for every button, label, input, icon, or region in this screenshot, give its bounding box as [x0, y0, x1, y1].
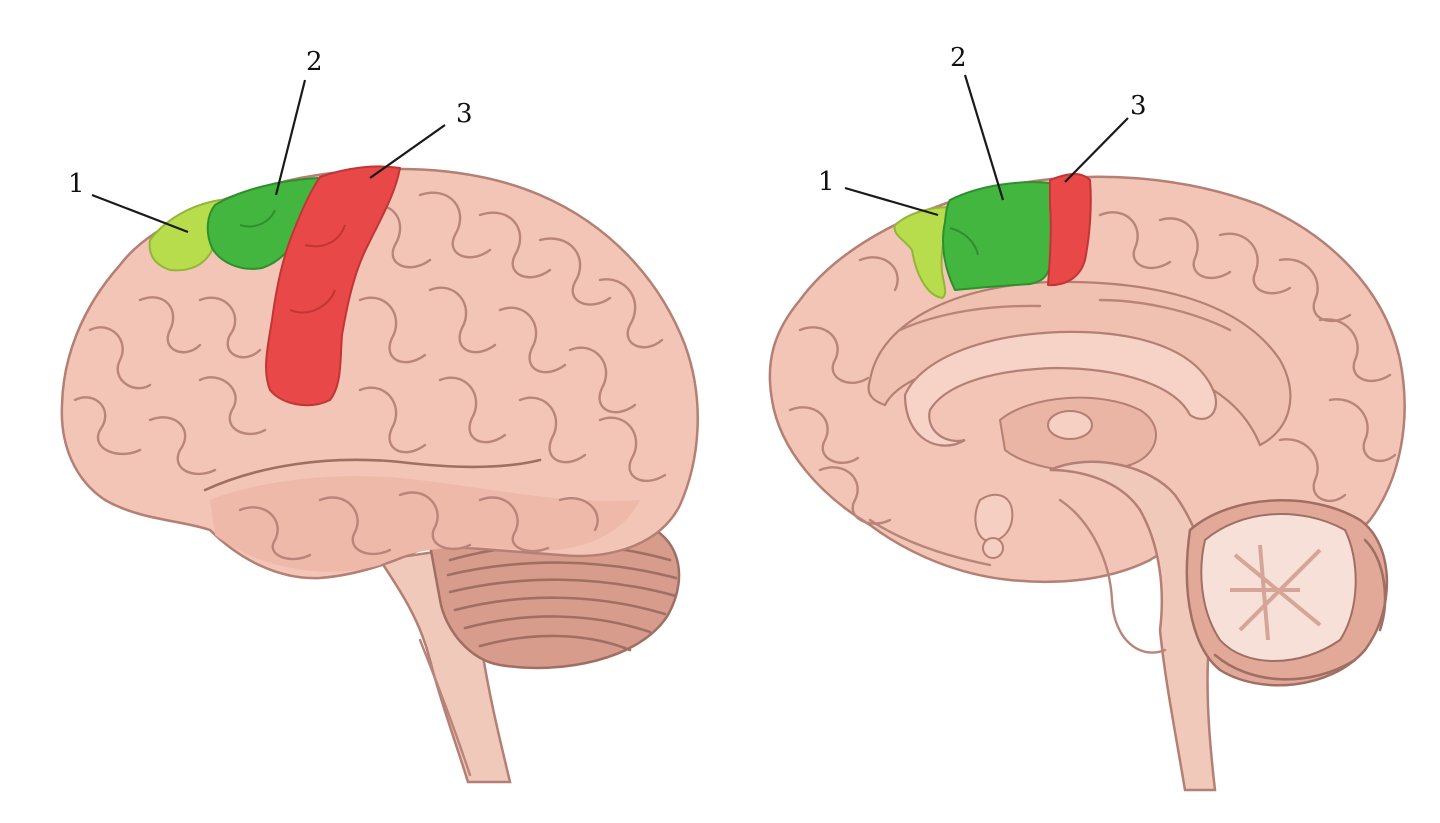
- lateral-label-3: 3: [456, 99, 473, 129]
- medial-label-3: 3: [1130, 91, 1147, 121]
- medial-corpus-callosum: [903, 330, 1218, 447]
- medial-label-1: 1: [818, 167, 835, 197]
- lateral-leader-3: [369, 124, 446, 179]
- medial-cerebellum: [1185, 499, 1389, 687]
- medial-brainstem: [1049, 460, 1217, 792]
- medial-leader-2: [963, 74, 1005, 201]
- lateral-label-2: 2: [306, 47, 323, 77]
- medial-brain-view: 1 2 3: [768, 43, 1406, 792]
- medial-zone-3-red: [1047, 173, 1092, 287]
- medial-leader-3: [1064, 117, 1129, 183]
- medial-leader-1: [844, 186, 939, 217]
- medial-gyri: [788, 211, 1397, 567]
- medial-label-2: 2: [950, 43, 967, 73]
- lateral-cerebrum: [60, 167, 699, 580]
- lateral-brain-view: 1 2 3: [60, 47, 699, 784]
- lateral-zone-3-red: [265, 165, 401, 407]
- lateral-leader-2: [274, 79, 307, 196]
- lateral-leader-1: [91, 193, 189, 234]
- medial-zone-2-green: [942, 181, 1053, 291]
- lateral-gyri: [73, 191, 667, 561]
- lateral-label-1: 1: [68, 169, 85, 199]
